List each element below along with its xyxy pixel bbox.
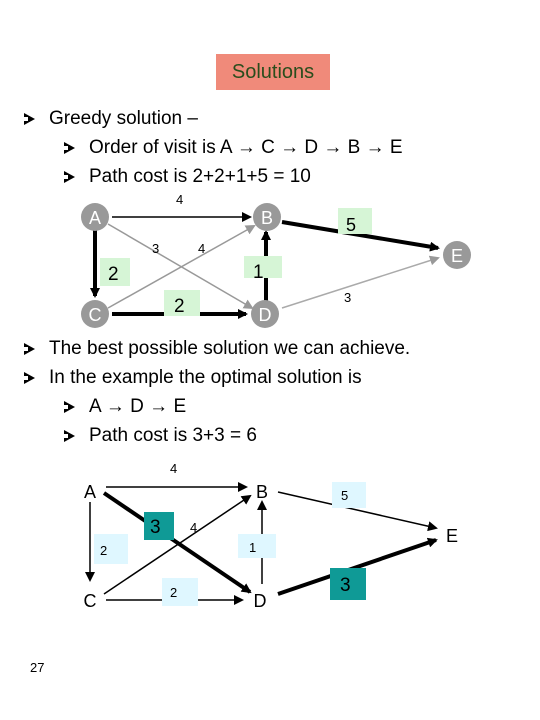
edge-c-b [107, 225, 256, 309]
arrow-bullet-icon [64, 171, 75, 183]
weight-a-b: 4 [176, 192, 183, 207]
weight-box-c-d [164, 290, 200, 316]
weight-a-d: 3 [152, 241, 159, 256]
node-e [443, 241, 471, 269]
weight-d-b: 1 [249, 540, 256, 555]
bullet-greedy: Greedy solution – [24, 108, 198, 130]
node-d-label: D [254, 591, 267, 611]
weight-a-c: 2 [108, 264, 119, 285]
arrow-bullet-icon [24, 113, 35, 125]
bullet-best: The best possible solution we can achiev… [24, 338, 410, 360]
edge-a-d [107, 223, 254, 310]
node-e-label: E [451, 246, 463, 266]
weight-box-b-e [338, 208, 372, 234]
weight-c-b: 4 [190, 520, 197, 535]
edge-b-e [277, 491, 438, 532]
weight-box-b-e [332, 482, 366, 508]
weight-box-a-c [100, 258, 130, 286]
node-b-label: B [261, 208, 273, 228]
node-c [81, 300, 109, 328]
node-c-label: C [89, 305, 102, 325]
bullet-best-cost: Path cost is 3+3 = 6 [64, 425, 257, 447]
page-number: 27 [30, 660, 45, 675]
node-b [253, 203, 281, 231]
weight-a-b: 4 [170, 461, 177, 476]
slide-title: Solutions [216, 54, 330, 90]
node-a-label: A [84, 482, 96, 502]
node-d-label: D [259, 305, 272, 325]
weight-c-d: 2 [170, 585, 177, 600]
node-a-label: A [89, 208, 101, 228]
bullet-best-example: In the example the optimal solution is [24, 367, 362, 389]
edge-a-d [102, 491, 252, 594]
node-c-label: C [84, 591, 97, 611]
weight-d-b: 1 [253, 262, 264, 283]
best-path: A → D → E [89, 396, 187, 417]
bullet-best-path: A → D → E [64, 396, 186, 418]
edge-b-e [281, 220, 440, 252]
arrow-bullet-icon [64, 142, 75, 154]
node-a [81, 203, 109, 231]
weight-a-c: 2 [100, 543, 107, 558]
edge-d-e [281, 255, 440, 309]
weight-d-e: 3 [340, 575, 351, 596]
best-example: In the example the optimal solution is [49, 367, 362, 388]
weight-box-c-d [162, 578, 198, 606]
weight-d-e: 3 [344, 290, 351, 305]
greedy-heading: Greedy solution – [49, 108, 198, 129]
weight-c-b: 4 [198, 241, 205, 256]
weight-c-d: 2 [174, 296, 185, 317]
node-e-label: E [446, 526, 458, 546]
arrow-bullet-icon [64, 430, 75, 442]
node-b-label: B [256, 482, 268, 502]
arrow-bullet-icon [24, 372, 35, 384]
node-d [251, 300, 279, 328]
greedy-cost: Path cost is 2+2+1+5 = 10 [89, 166, 311, 187]
greedy-order: Order of visit is A → C → D → B → E [89, 137, 403, 158]
weight-box-d-b [244, 256, 282, 278]
arrow-bullet-icon [64, 401, 75, 413]
bullet-greedy-order: Order of visit is A → C → D → B → E [64, 137, 403, 159]
edge-d-e [277, 537, 438, 596]
weight-b-e: 5 [341, 488, 348, 503]
bullet-greedy-cost: Path cost is 2+2+1+5 = 10 [64, 166, 311, 188]
weight-box-d-b [238, 534, 276, 558]
weight-a-d: 3 [150, 517, 161, 538]
best-cost: Path cost is 3+3 = 6 [89, 425, 257, 446]
arrow-bullet-icon [24, 343, 35, 355]
edge-c-b [103, 494, 252, 595]
best-heading: The best possible solution we can achiev… [49, 338, 411, 359]
weight-box-d-e [330, 568, 366, 600]
weight-b-e: 5 [346, 215, 356, 235]
weight-box-a-d [144, 512, 174, 540]
weight-box-a-c [94, 534, 128, 564]
